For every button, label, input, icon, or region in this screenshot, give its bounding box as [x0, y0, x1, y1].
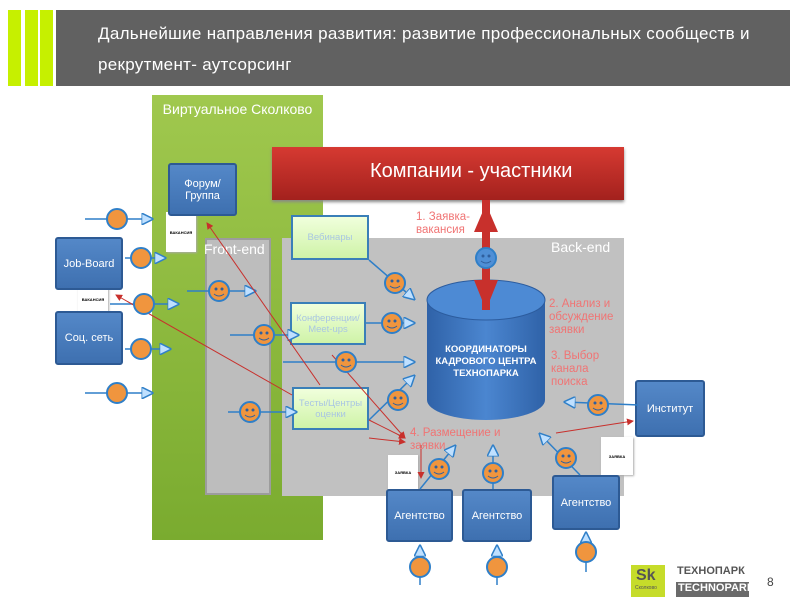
- virtual-skolkovo-label: Виртуальное Сколково: [162, 101, 313, 117]
- person-smiley-icon: [381, 312, 403, 334]
- frontend-label: Front-end: [204, 241, 265, 257]
- jobboard-box: Job-Board: [55, 237, 123, 290]
- page-number: 8: [767, 575, 774, 589]
- person-icon: [133, 293, 155, 315]
- logo-mark: Sk: [636, 567, 656, 584]
- accent-bar: [25, 10, 38, 86]
- request-document: ЗАЯВКА: [388, 455, 418, 489]
- agency-box: Агентство: [462, 489, 532, 542]
- step-2-label: 2. Анализ и обсуждение заявки: [549, 298, 614, 336]
- person-icon: [130, 247, 152, 269]
- blue-arrows: [85, 219, 639, 585]
- person-smiley-icon: [239, 401, 261, 423]
- person-smiley-icon: [475, 247, 497, 269]
- conferences-box: Конференции/ Meet-ups: [290, 302, 366, 345]
- person-smiley-icon: [587, 394, 609, 416]
- person-smiley-icon: [253, 324, 275, 346]
- person-smiley-icon: [208, 280, 230, 302]
- forum-box: Форум/ Группа: [168, 163, 237, 216]
- vacancy-document: ВАКАНСИЯ: [166, 212, 196, 252]
- person-smiley-icon: [428, 458, 450, 480]
- logo-text-ru: ТЕХНОПАРК: [677, 565, 745, 577]
- person-smiley-icon: [555, 447, 577, 469]
- person-icon: [130, 338, 152, 360]
- institute-box: Институт: [635, 380, 705, 437]
- request-document: ЗАЯВКА: [601, 437, 633, 475]
- skolkovo-logo: Sk Сколково: [631, 565, 665, 597]
- tests-box: Тесты/Центры оценки: [292, 387, 369, 430]
- person-icon: [409, 556, 431, 578]
- person-icon: [106, 208, 128, 230]
- webinars-box: Вебинары: [291, 215, 369, 260]
- coordinators-label: КООРДИНАТОРЫ КАДРОВОГО ЦЕНТРА ТЕХНОПАРКА: [435, 344, 537, 379]
- frontend-zone: [205, 238, 271, 495]
- person-icon: [106, 382, 128, 404]
- companies-label: Компании - участники: [370, 160, 573, 182]
- vacancy-document: ВАКАНСИЯ: [78, 286, 108, 312]
- person-icon: [486, 556, 508, 578]
- person-smiley-icon: [387, 389, 409, 411]
- step-1-label: 1. Заявка-вакансия: [416, 211, 470, 236]
- accent-bar: [8, 10, 21, 86]
- step-4-label: 4. Размещение и заявки: [410, 427, 501, 452]
- person-smiley-icon: [482, 462, 504, 484]
- agency-box: Агентство: [386, 489, 453, 542]
- logo-sub: Сколково: [635, 585, 657, 591]
- agency-box: Агентство: [552, 475, 620, 530]
- companies-banner: Компании - участники: [272, 147, 624, 200]
- accent-bar: [40, 10, 53, 86]
- person-icon: [575, 541, 597, 563]
- logo-text-en: TECHNOPARK: [676, 582, 755, 597]
- person-smiley-icon: [335, 351, 357, 373]
- step-3-label: 3. Выбор канала поиска: [551, 350, 600, 388]
- backend-label: Back-end: [551, 239, 611, 255]
- slide-title: Дальнейшие направления развития: развити…: [56, 10, 790, 86]
- person-smiley-icon: [384, 272, 406, 294]
- social-network-box: Соц. сеть: [55, 311, 123, 365]
